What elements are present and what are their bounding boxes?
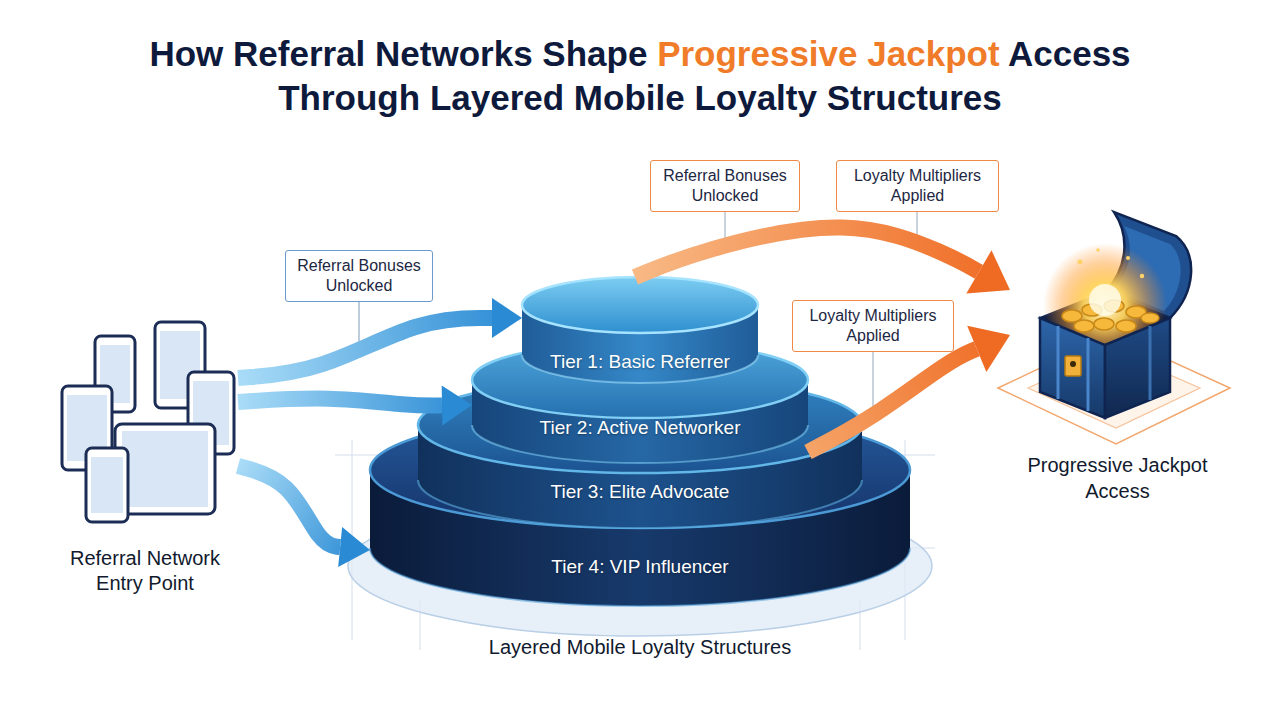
sparkle: [1126, 256, 1130, 260]
arrow-shaft: [238, 318, 492, 378]
coin: [1116, 320, 1136, 332]
callout-box: Loyalty Multipliers Applied: [792, 300, 954, 352]
tier-label: Tier 2: Active Networker: [472, 417, 808, 439]
arrow-shaft: [238, 399, 442, 406]
title-word: Networks: [375, 34, 533, 73]
tablet-screen: [122, 431, 208, 507]
leader-line: [916, 212, 918, 244]
tier-label: Tier 1: Basic Referrer: [522, 351, 758, 373]
phone-screen: [91, 457, 123, 513]
tier-label: Tier 4: VIP Influencer: [370, 556, 910, 578]
sparkle: [1140, 274, 1144, 278]
arrow-shaft: [238, 466, 340, 547]
title-word: Through: [278, 78, 420, 117]
title-word: Loyalty: [694, 78, 817, 117]
title-word: Progressive: [657, 34, 857, 73]
arrow-shaft: [635, 227, 979, 277]
chest-front: [1040, 318, 1105, 418]
connector-arrow: [238, 298, 522, 378]
tier-side: [418, 425, 862, 528]
chest-band: [1149, 326, 1152, 400]
arrow-head: [492, 298, 522, 338]
chest-side: [1105, 318, 1170, 418]
stack-caption: Layered Mobile Loyalty Structures: [360, 635, 920, 659]
chest-band: [1087, 338, 1090, 411]
tier-disc: Tier 1: Basic Referrer: [522, 277, 758, 383]
jackpot-chest: Progressive Jackpot Access: [1010, 250, 1225, 505]
callout-box: Referral Bonuses Unlocked: [285, 250, 433, 302]
chest-band: [1057, 326, 1060, 399]
node-label: Referral Network Entry Point: [52, 546, 238, 596]
title-word: How: [149, 34, 223, 73]
node-label: Progressive Jackpot Access: [1010, 452, 1225, 504]
tier-side: [370, 470, 910, 606]
tier-top: [370, 412, 910, 528]
entry-point-group: Referral Network Entry Point: [52, 318, 238, 608]
arrow-head: [338, 527, 370, 567]
title-word: Jackpot: [867, 34, 999, 73]
callout-box: Referral Bonuses Unlocked: [650, 160, 800, 212]
glow-core: [1089, 284, 1121, 316]
leader-line: [724, 212, 726, 246]
chest-lock: [1065, 356, 1081, 376]
phone-illustration: [62, 322, 234, 522]
tier-bottom-rim: [370, 548, 910, 606]
tier-top: [418, 377, 862, 473]
coin: [1074, 320, 1094, 332]
sparkle: [1096, 248, 1100, 252]
coin: [1094, 318, 1114, 330]
tier-top: [472, 342, 808, 418]
title-word: Referral: [233, 34, 365, 73]
sparkle: [1078, 260, 1083, 265]
title: How Referral Networks Shape Progressive …: [0, 32, 1280, 120]
leader-line: [872, 352, 874, 415]
title-word: Access: [1008, 34, 1131, 73]
coin: [1141, 313, 1159, 323]
arrow-head: [966, 250, 1010, 293]
connector-arrow: [238, 466, 370, 567]
title-word: Shape: [542, 34, 647, 73]
title-word: Layered: [430, 78, 564, 117]
phone-frame: [86, 448, 128, 522]
keyhole: [1070, 361, 1076, 367]
sparkles: [1078, 248, 1145, 278]
grid-line: [352, 440, 353, 640]
tablet-frame: [115, 424, 215, 514]
leader-line: [358, 302, 360, 350]
title-word: Mobile: [574, 78, 685, 117]
chest-illustration: [998, 212, 1230, 444]
arrow-head: [967, 326, 1010, 372]
tier-top: [522, 277, 758, 333]
tier-label: Tier 3: Elite Advocate: [418, 481, 862, 503]
title-word: Structures: [827, 78, 1002, 117]
callout-box: Loyalty Multipliers Applied: [836, 160, 999, 212]
